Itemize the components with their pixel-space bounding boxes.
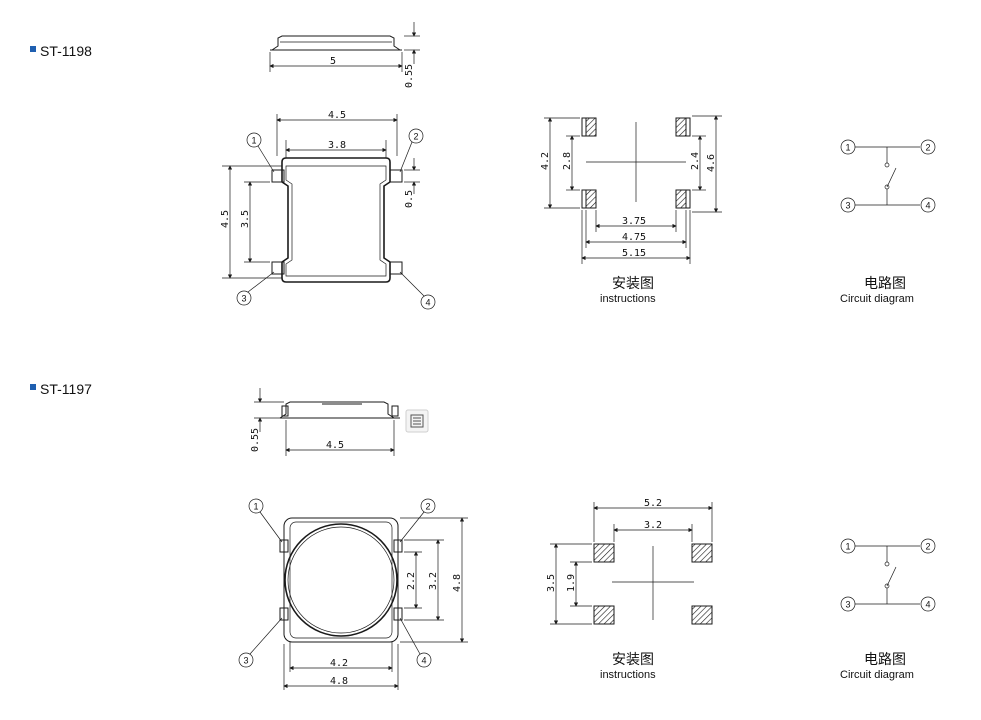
circuit-pin-4: 4 — [926, 201, 931, 211]
pcb-layout: 5.2 3.2 3.5 1.9 安装图 instructions — [546, 498, 713, 681]
pin-callout-3: 3 — [242, 294, 247, 304]
model-bullet — [30, 384, 36, 390]
layout-caption-en: instructions — [600, 669, 656, 681]
pin-callout-1: 1 — [254, 502, 259, 512]
circuit-caption-cn: 电路图 — [864, 276, 906, 292]
side-height-dim: 0.55 — [404, 64, 415, 88]
text-select-icon[interactable] — [405, 409, 429, 433]
inner-width-dim: 3.8 — [328, 140, 346, 151]
part-st-1197: ST-1197 0.55 4.5 — [30, 381, 936, 690]
circuit-pin-2: 2 — [926, 542, 931, 552]
circuit-pin-2: 2 — [926, 143, 931, 153]
circuit-pin-3: 3 — [846, 201, 851, 211]
outer-height-dim: 4.8 — [452, 574, 463, 592]
model-label: ST-1198 — [40, 43, 92, 59]
model-label: ST-1197 — [40, 381, 92, 397]
circuit-pin-4: 4 — [926, 600, 931, 610]
layout-w1-dim: 3.75 — [622, 216, 646, 227]
side-length-dim: 4.5 — [326, 440, 344, 451]
side-length-dim: 5 — [330, 56, 336, 67]
top-view: 2.2 3.2 4.8 4.2 4.8 1 2 — [238, 498, 468, 690]
inner-width-dim: 4.2 — [330, 658, 348, 669]
layout-w2-dim: 3.2 — [644, 520, 662, 531]
circuit-pin-1: 1 — [846, 542, 851, 552]
layout-w2-dim: 4.75 — [622, 232, 646, 243]
inner-height-dim: 2.2 — [406, 572, 417, 590]
circuit-caption-cn: 电路图 — [864, 652, 906, 668]
layout-caption-cn: 安装图 — [612, 652, 654, 668]
circuit-pin-3: 3 — [846, 600, 851, 610]
inner-height-dim: 3.5 — [240, 210, 251, 228]
layout-h2-dim: 2.8 — [562, 152, 573, 170]
layout-h1-dim: 3.5 — [546, 574, 557, 592]
layout-h4-dim: 4.6 — [706, 154, 717, 172]
mid-height-dim: 3.2 — [428, 572, 439, 590]
side-height-dim: 0.55 — [250, 428, 261, 452]
pin-callout-1: 1 — [252, 136, 257, 146]
layout-w3-dim: 5.15 — [622, 248, 646, 259]
layout-h3-dim: 2.4 — [690, 152, 701, 170]
circuit-caption-en: Circuit diagram — [840, 293, 914, 305]
layout-h1-dim: 4.2 — [540, 152, 551, 170]
model-bullet — [30, 46, 36, 52]
layout-w1-dim: 5.2 — [644, 498, 662, 509]
layout-h2-dim: 1.9 — [566, 574, 577, 592]
side-view: 5 0.55 — [269, 22, 420, 88]
pin-callout-3: 3 — [244, 656, 249, 666]
outer-width-dim: 4.5 — [328, 110, 346, 121]
part-st-1198: ST-1198 5 0.55 — [30, 22, 936, 310]
circuit-diagram: 1 2 3 4 电路图 Circuit diagram — [840, 139, 936, 305]
side-view: 0.55 4.5 — [250, 388, 400, 456]
circuit-caption-en: Circuit diagram — [840, 669, 914, 681]
circuit-diagram: 1 2 3 4 电路图 Circuit diagram — [840, 538, 936, 681]
pin-callout-2: 2 — [426, 502, 431, 512]
top-view: 4.5 3.8 4.5 3.5 0.5 1 2 — [220, 110, 436, 310]
pin-callout-2: 2 — [414, 132, 419, 142]
outer-width-dim: 4.8 — [330, 676, 348, 687]
pin-callout-4: 4 — [422, 656, 427, 666]
pin-callout-4: 4 — [426, 298, 431, 308]
layout-caption-en: instructions — [600, 293, 656, 305]
circuit-pin-1: 1 — [846, 143, 851, 153]
outer-height-dim: 4.5 — [220, 210, 231, 228]
pin-width-dim: 0.5 — [404, 190, 415, 208]
pcb-layout: 4.2 2.8 2.4 4.6 3.75 4.75 — [540, 115, 722, 305]
layout-caption-cn: 安装图 — [612, 276, 654, 292]
